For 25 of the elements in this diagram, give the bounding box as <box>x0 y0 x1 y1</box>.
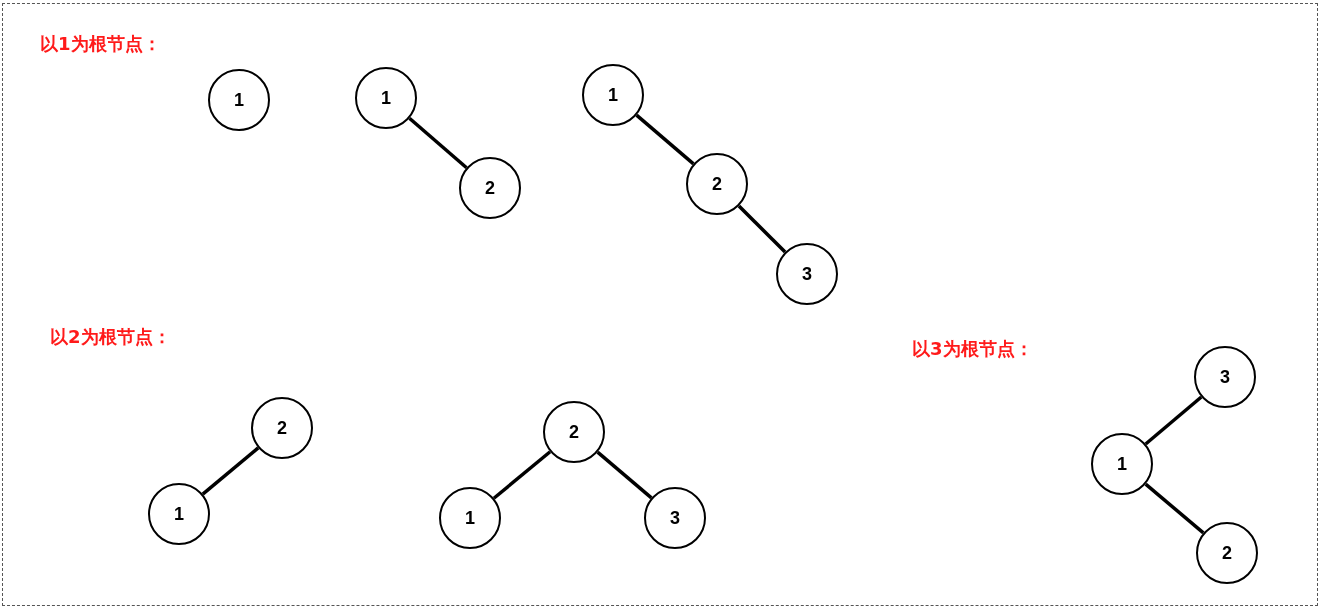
node-number: 2 <box>569 420 579 444</box>
node-number: 1 <box>465 506 475 530</box>
node-number: 1 <box>381 86 391 110</box>
tree-edge <box>635 113 695 166</box>
tree-edge <box>408 116 468 170</box>
node-number: 1 <box>234 88 244 112</box>
section-heading: 以1为根节点： <box>40 32 161 56</box>
section-heading: 以3为根节点： <box>912 337 1033 361</box>
node-number: 2 <box>1222 541 1232 565</box>
node-number: 3 <box>802 262 812 286</box>
node-number: 2 <box>712 172 722 196</box>
node-number: 3 <box>670 506 680 530</box>
tree-edge <box>201 446 260 496</box>
node-number: 2 <box>277 416 287 440</box>
node-number: 1 <box>1117 452 1127 476</box>
section-heading: 以2为根节点： <box>50 325 171 349</box>
tree-edge <box>1144 482 1205 535</box>
node-number: 3 <box>1220 365 1230 389</box>
tree-edge <box>737 204 787 254</box>
node-number: 2 <box>485 176 495 200</box>
node-number: 1 <box>174 502 184 526</box>
node-number: 1 <box>608 83 618 107</box>
tree-edge <box>1144 395 1203 446</box>
tree-edge <box>492 450 552 500</box>
tree-edge <box>596 450 653 500</box>
